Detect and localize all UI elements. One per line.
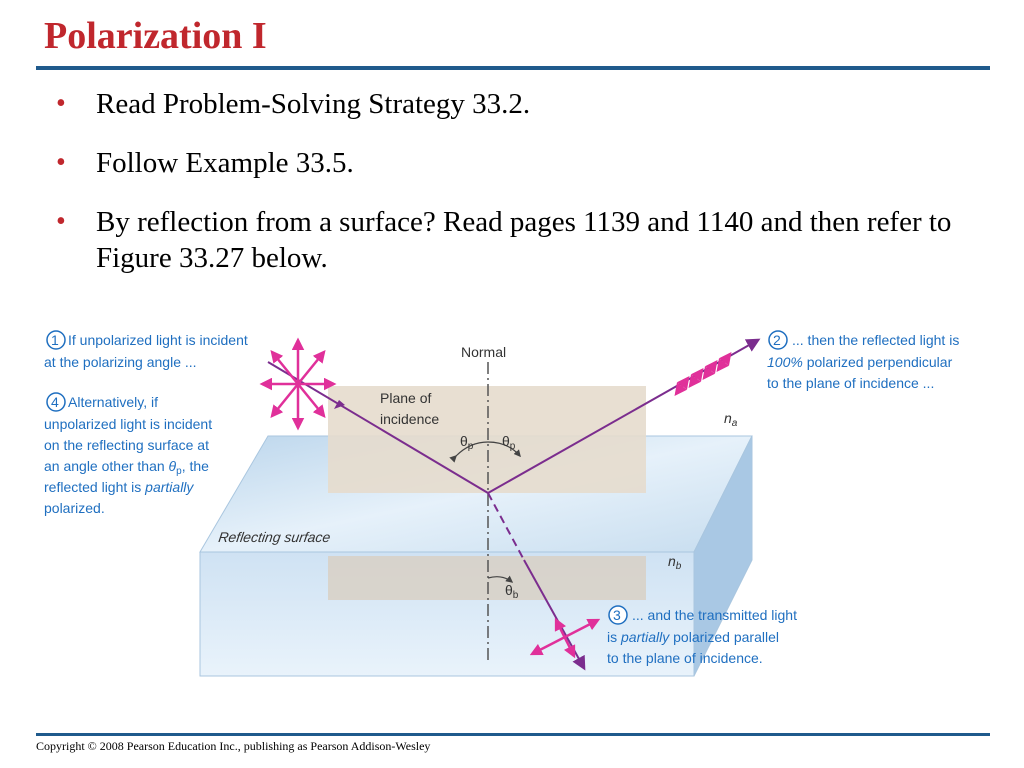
theta-b-label: θb bbox=[505, 582, 519, 601]
callout-4: 4 Alternatively, if unpolarized light is… bbox=[44, 392, 212, 516]
callout-2-line2: 100% polarized perpendicular bbox=[767, 354, 953, 370]
plane-label-line1: Plane of bbox=[380, 390, 431, 406]
callout-2-number: 2 bbox=[773, 332, 781, 348]
theta-p-left-arc bbox=[449, 441, 489, 463]
copyright-footer: Copyright © 2008 Pearson Education Inc.,… bbox=[36, 739, 431, 753]
callout-4-line3: on the reflecting surface at bbox=[44, 437, 209, 453]
callout-4-line1: Alternatively, if bbox=[68, 394, 158, 410]
callout-1-number-circle bbox=[46, 330, 66, 350]
title-divider bbox=[36, 66, 990, 70]
callout-4-number-circle bbox=[46, 392, 66, 412]
callout-4-line6: polarized. bbox=[44, 500, 105, 516]
n-a-label: na bbox=[724, 410, 738, 429]
callout-4-line5: reflected light is partially bbox=[44, 479, 194, 495]
callout-3-number: 3 bbox=[613, 607, 621, 623]
bullet-text: Follow Example 33.5. bbox=[96, 147, 354, 179]
plane-label-line2: incidence bbox=[380, 411, 439, 427]
callout-1-line2: at the polarizing angle ... bbox=[44, 354, 197, 370]
theta-b-arc bbox=[487, 575, 514, 583]
bullet-text: By reflection from a surface? Read pages… bbox=[96, 206, 952, 274]
normal-label: Normal bbox=[461, 344, 506, 360]
callout-3-number-circle bbox=[608, 605, 628, 625]
polarization-figure: Normal Plane of incidence θp θp θb na nb… bbox=[44, 330, 959, 677]
reflecting-surface-label: Reflecting surface bbox=[217, 529, 331, 545]
unpolarized-light-icon bbox=[259, 337, 337, 431]
bullet-dot-icon: • bbox=[56, 206, 66, 237]
plane-of-incidence-upper bbox=[328, 386, 646, 493]
callout-2: 2 ... then the reflected light is 100% p… bbox=[767, 330, 959, 391]
bullet-dot-icon: • bbox=[56, 147, 66, 178]
bullet-item: • By reflection from a surface? Read page… bbox=[48, 204, 978, 276]
bullet-list: • Read Problem-Solving Strategy 33.2. • Fo… bbox=[48, 86, 978, 299]
n-b-label: nb bbox=[668, 553, 682, 572]
bullet-text: Read Problem-Solving Strategy 33.2. bbox=[96, 88, 531, 120]
footer-divider bbox=[36, 733, 990, 736]
callout-2-line1: ... then the reflected light is bbox=[792, 332, 959, 348]
callout-4-number: 4 bbox=[51, 394, 59, 410]
callout-1-line1: If unpolarized light is incident bbox=[68, 332, 248, 348]
callout-4-line2: unpolarized light is incident bbox=[44, 416, 212, 432]
bullet-item: • Read Problem-Solving Strategy 33.2. bbox=[48, 86, 978, 122]
bullet-item: • Follow Example 33.5. bbox=[48, 145, 978, 181]
slab-side-face bbox=[693, 435, 753, 677]
perpendicular-polarization-icon bbox=[674, 352, 732, 396]
callout-3-line1: ... and the transmitted light bbox=[632, 607, 797, 623]
callout-1: 1 If unpolarized light is incident at th… bbox=[44, 330, 248, 370]
theta-p-right-arc bbox=[487, 441, 521, 458]
callout-3: 3 ... and the transmitted light is parti… bbox=[607, 605, 797, 666]
incident-ray-arrowhead bbox=[334, 400, 345, 409]
callout-3-line3: to the plane of incidence. bbox=[607, 650, 763, 666]
callout-1-number: 1 bbox=[51, 332, 59, 348]
theta-p-left-label: θp bbox=[460, 433, 474, 452]
callout-2-number-circle bbox=[768, 330, 788, 350]
slide-title: Polarization I bbox=[44, 15, 267, 57]
theta-p-right-label: θp bbox=[502, 433, 516, 452]
callout-2-line3: to the plane of incidence ... bbox=[767, 375, 934, 391]
callout-3-line2: is partially polarized parallel bbox=[607, 629, 779, 645]
partial-polarization-icon bbox=[529, 617, 601, 659]
bullet-dot-icon: • bbox=[56, 88, 66, 119]
callout-4-line4: an angle other than θp, the bbox=[44, 458, 209, 477]
plane-of-incidence-lower bbox=[328, 556, 646, 600]
